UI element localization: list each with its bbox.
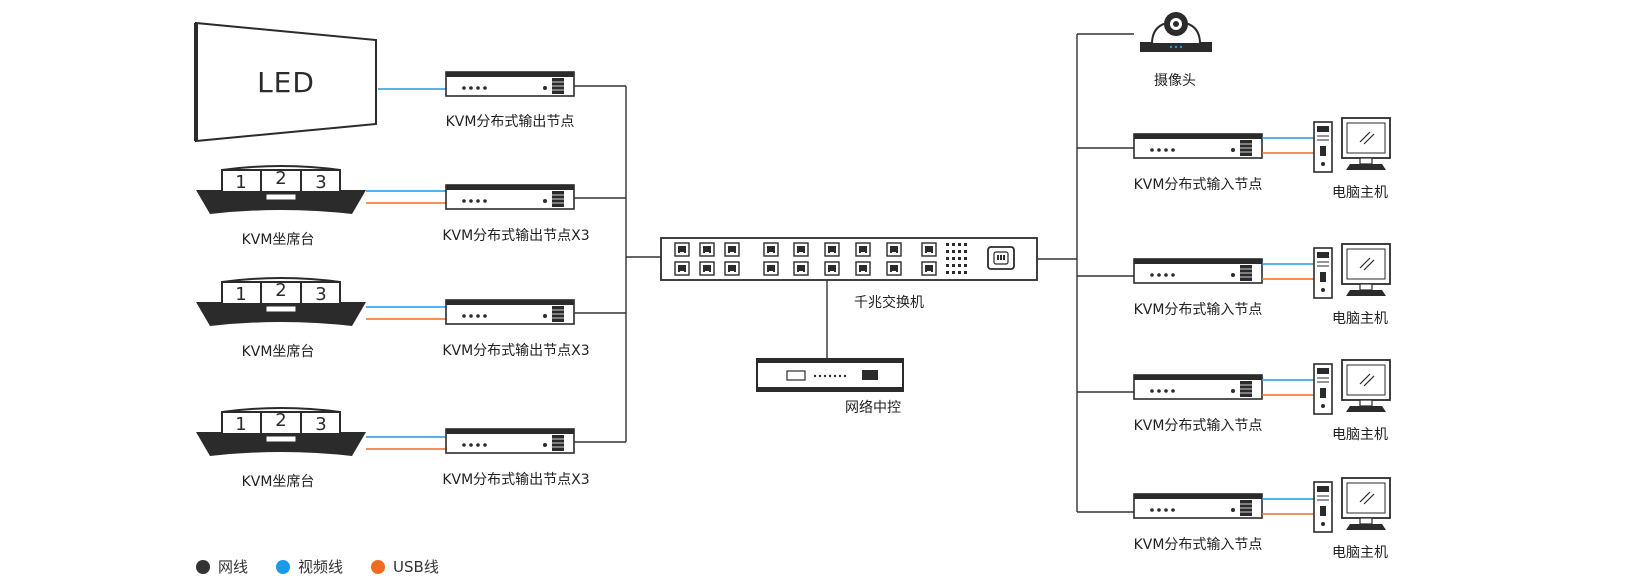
input-node-2 [1133, 258, 1263, 284]
legend-item-usb: USB线 [371, 556, 439, 577]
led-screen: LED [194, 21, 377, 143]
legend-label: 网线 [218, 558, 249, 576]
kvm-console-1: 1 2 3 [195, 165, 367, 215]
computer-1 [1313, 117, 1391, 173]
computer-3 [1313, 359, 1391, 415]
console-screen: 2 [275, 410, 286, 431]
left-device-cables [366, 88, 446, 450]
output-node-1 [445, 71, 575, 97]
console-screen: 1 [235, 284, 246, 305]
left-network-lines [574, 85, 661, 443]
console-screen: 3 [315, 414, 326, 435]
computer-label: 电脑主机 [1332, 545, 1388, 561]
output-node-3 [445, 299, 575, 325]
switch-label: 千兆交换机 [854, 294, 924, 311]
console-screen: 3 [315, 172, 326, 193]
console-label: KVM坐席台 [242, 344, 315, 360]
input-node-label: KVM分布式输入节点 [1134, 418, 1263, 434]
led-text: LED [257, 66, 315, 99]
input-node-1 [1133, 133, 1263, 159]
legend-item-network: 网线 [196, 556, 248, 577]
central-control-label: 网络中控 [845, 400, 901, 416]
input-node-label: KVM分布式输入节点 [1134, 177, 1263, 193]
console-screen: 1 [235, 414, 246, 435]
kvm-console-2: 1 2 3 [195, 277, 367, 327]
console-screen: 2 [275, 168, 286, 189]
camera-label: 摄像头 [1154, 73, 1196, 89]
input-node-3 [1133, 374, 1263, 400]
output-node-label: KVM分布式输出节点 [446, 114, 575, 130]
input-node-4 [1133, 493, 1263, 519]
output-node-2 [445, 184, 575, 210]
console-label: KVM坐席台 [242, 474, 315, 490]
console-screen: 3 [315, 284, 326, 305]
input-node-label: KVM分布式输入节点 [1134, 302, 1263, 318]
legend-label: 视频线 [298, 558, 344, 576]
legend: 网线 视频线 USB线 [196, 556, 439, 577]
computer-label: 电脑主机 [1332, 311, 1388, 327]
computer-label: 电脑主机 [1332, 427, 1388, 443]
console-label: KVM坐席台 [242, 232, 315, 248]
input-node-label: KVM分布式输入节点 [1134, 537, 1263, 553]
legend-dot-icon [276, 559, 291, 574]
console-screen: 1 [235, 172, 246, 193]
output-node-label: KVM分布式输出节点X3 [442, 228, 589, 244]
legend-dot-icon [196, 559, 210, 574]
legend-dot-icon [371, 559, 386, 574]
legend-label: USB线 [393, 558, 439, 576]
camera-device [1140, 12, 1212, 52]
output-node-label: KVM分布式输出节点X3 [442, 472, 589, 488]
console-screen: 2 [275, 280, 286, 301]
output-node-4 [445, 428, 575, 454]
central-control-device [756, 358, 904, 392]
right-device-cables [1262, 137, 1314, 515]
gigabit-switch [660, 237, 1038, 281]
right-network-lines [1037, 33, 1134, 513]
computer-4 [1313, 477, 1391, 533]
computer-2 [1313, 243, 1391, 299]
kvm-console-3: 1 2 3 [195, 407, 367, 457]
output-node-label: KVM分布式输出节点X3 [442, 343, 589, 359]
computer-label: 电脑主机 [1332, 185, 1388, 201]
legend-item-video: 视频线 [276, 556, 343, 577]
